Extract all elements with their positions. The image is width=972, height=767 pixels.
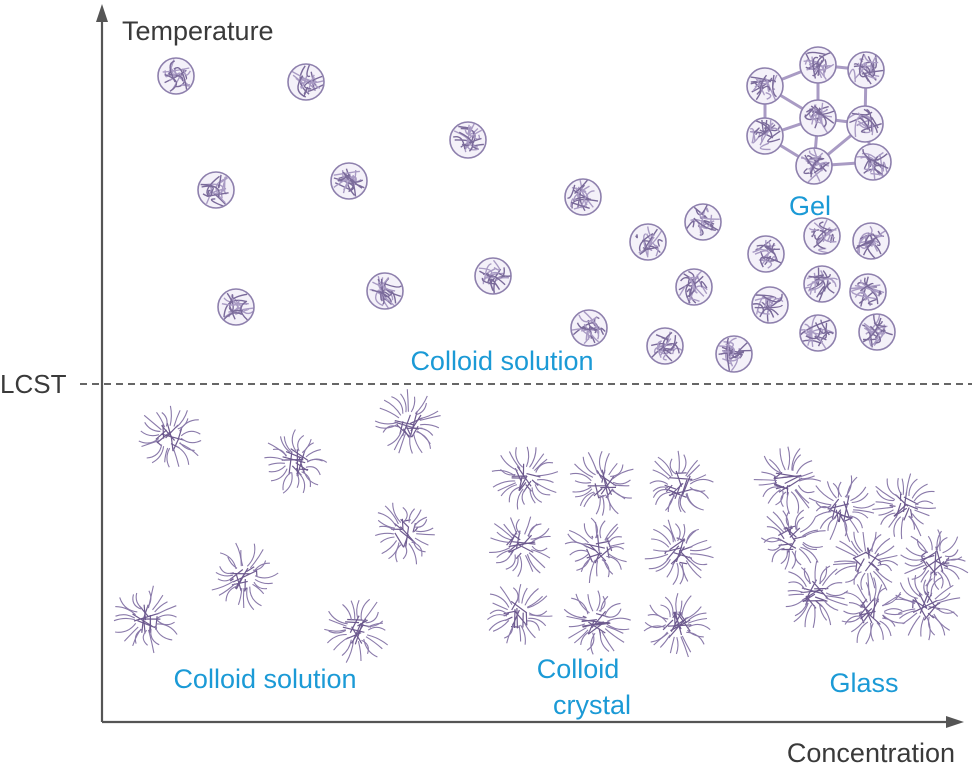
collapsed-globule-icon: [684, 203, 722, 241]
collapsed-globule-icon: [675, 268, 713, 306]
swollen-microgel-icon: [563, 590, 631, 655]
collapsed-globule-icon: [803, 217, 841, 255]
swollen-microgel-icon: [324, 598, 389, 663]
swollen-microgel-icon: [264, 429, 328, 494]
collapsed-globule-icon: [858, 313, 896, 351]
collapsed-globule-icon: [157, 57, 195, 95]
swollen-particles: [113, 389, 969, 663]
collapsed-globule-icon: [564, 178, 602, 216]
swollen-microgel-icon: [138, 405, 202, 468]
region-label-glass: Glass: [829, 668, 898, 698]
x-axis-arrow-icon: [946, 716, 964, 728]
collapsed-globule-icon: [715, 335, 753, 373]
collapsed-globule-icon: [746, 117, 784, 155]
swollen-microgel-icon: [489, 516, 551, 578]
region-label-colloid-crystal-line2: crystal: [553, 690, 631, 720]
swollen-microgel-icon: [760, 509, 826, 570]
collapsed-globule-icon: [751, 286, 789, 324]
collapsed-globule-icon: [849, 273, 887, 311]
swollen-microgel-icon: [753, 446, 822, 515]
region-label-colloid-crystal-line1: Colloid: [537, 654, 620, 684]
collapsed-particles: [157, 46, 896, 373]
y-axis-label: Temperature: [122, 16, 274, 46]
swollen-microgel-icon: [833, 531, 899, 596]
collapsed-globule-icon: [847, 51, 885, 89]
swollen-microgel-icon: [808, 475, 875, 542]
swollen-microgel-icon: [872, 473, 936, 540]
x-axis-label: Concentration: [787, 738, 955, 767]
swollen-microgel-icon: [375, 502, 435, 565]
swollen-microgel-icon: [374, 389, 441, 454]
swollen-microgel-icon: [900, 529, 969, 590]
collapsed-globule-icon: [287, 63, 325, 101]
region-label-colloid-solution-high: Colloid solution: [410, 346, 593, 376]
collapsed-globule-icon: [449, 121, 487, 159]
swollen-microgel-icon: [569, 451, 634, 516]
region-label-colloid-solution-low: Colloid solution: [173, 664, 356, 694]
collapsed-globule-icon: [854, 143, 892, 181]
collapsed-globule-icon: [330, 162, 368, 200]
collapsed-globule-icon: [570, 309, 608, 347]
swollen-microgel-icon: [841, 577, 906, 645]
collapsed-globule-icon: [747, 235, 785, 273]
collapsed-globule-icon: [197, 171, 235, 209]
collapsed-globule-icon: [366, 272, 404, 310]
collapsed-globule-icon: [799, 99, 837, 137]
swollen-microgel-icon: [785, 560, 849, 628]
swollen-microgel-icon: [895, 574, 961, 641]
collapsed-globule-icon: [852, 222, 890, 260]
swollen-microgel-icon: [211, 542, 279, 611]
swollen-microgel-icon: [487, 583, 553, 645]
collapsed-globule-icon: [795, 147, 833, 185]
collapsed-globule-icon: [803, 265, 841, 303]
collapsed-globule-icon: [474, 257, 512, 295]
collapsed-globule-icon: [799, 314, 837, 352]
collapsed-globule-icon: [646, 327, 684, 365]
swollen-microgel-icon: [644, 519, 714, 586]
collapsed-globule-icon: [799, 46, 837, 84]
y-axis-arrow-icon: [96, 4, 108, 22]
swollen-microgel-icon: [113, 585, 178, 654]
swollen-microgel-icon: [643, 593, 711, 658]
swollen-microgel-icon: [649, 450, 714, 514]
collapsed-globule-icon: [846, 105, 884, 143]
collapsed-globule-icon: [629, 223, 667, 261]
swollen-microgel-icon: [491, 446, 559, 510]
collapsed-globule-icon: [217, 288, 255, 326]
collapsed-globule-icon: [746, 67, 784, 105]
lcst-label: LCST: [0, 369, 67, 399]
region-label-gel: Gel: [789, 191, 831, 221]
swollen-microgel-icon: [564, 517, 627, 584]
